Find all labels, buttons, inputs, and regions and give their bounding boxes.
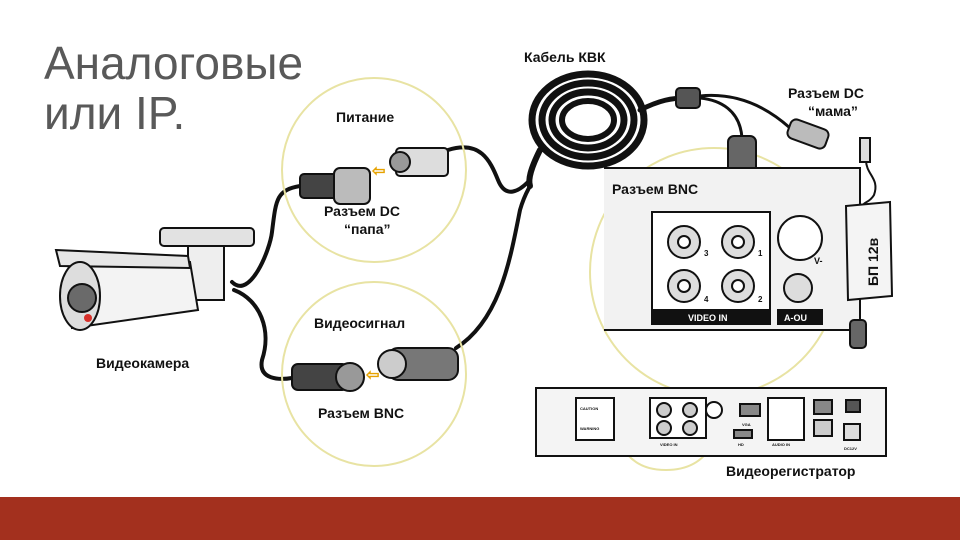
dc-female-label-line1: Разъем DC xyxy=(788,85,864,101)
cable-coil-3 xyxy=(548,88,628,152)
dvr-dc-in xyxy=(843,423,861,441)
power-wire-to-cable xyxy=(446,145,530,194)
title-line-2: или IP. xyxy=(44,87,186,139)
v-label: V- xyxy=(814,256,823,266)
port-number-3: 3 xyxy=(704,249,709,258)
bnc-port-1-pin xyxy=(731,235,745,249)
camera-ir-led xyxy=(84,314,92,322)
video-in-label: VIDEO IN xyxy=(688,313,728,323)
title-line-1: Аналоговые xyxy=(44,37,304,89)
dvr-lan xyxy=(813,399,833,415)
cable-coil-1 xyxy=(528,70,648,170)
video-arrow: ⇦ xyxy=(365,367,379,384)
dc-male-label-line2: “папа” xyxy=(344,221,390,237)
dvr-audio-in xyxy=(767,397,805,441)
camera-video-wire xyxy=(232,288,294,381)
dvr-v-out xyxy=(705,401,723,419)
video-in-label-strip xyxy=(651,309,771,325)
bnc-cable-ring xyxy=(377,349,407,379)
dvr-warning-label: WARNING xyxy=(580,426,599,431)
bnc-panel-label: Разъем BNC xyxy=(612,181,698,197)
bnc-port-3-pin xyxy=(677,235,691,249)
dc-female-label-line2: “мама” xyxy=(808,103,858,119)
cable-lower-lead xyxy=(526,147,543,189)
cable-coil-2 xyxy=(538,79,638,161)
a-out-port xyxy=(783,273,813,303)
bnc-port-4-pin xyxy=(677,279,691,293)
dvr-bnc-d xyxy=(682,420,698,436)
cable-coil-4 xyxy=(559,98,617,142)
dc-female-connector xyxy=(786,118,830,150)
dvr-vga xyxy=(739,403,761,417)
bnc-male-ring xyxy=(335,362,365,392)
dc-female-plug-end xyxy=(389,151,411,173)
connection-diagram: Видеокамера ⇦ Питание Разъем DC “папа” ⇦… xyxy=(54,49,894,479)
cable-junction xyxy=(675,87,701,109)
video-ring xyxy=(281,281,467,467)
camera-mount-plate xyxy=(159,227,255,247)
video-connectors xyxy=(291,347,459,392)
v-out-port xyxy=(777,215,823,261)
port-number-1: 1 xyxy=(758,249,763,258)
dvr-dc12v-label: DC12V xyxy=(844,446,857,451)
psu-label: БП 12в xyxy=(865,237,881,286)
a-out-label-strip xyxy=(777,309,823,325)
cable-label: Кабель КВК xyxy=(524,49,606,65)
dvr-vga-label: VGA xyxy=(742,422,751,427)
camera-sunshield xyxy=(54,248,192,270)
video-wire-to-cable xyxy=(454,184,532,350)
cable-split-bnc xyxy=(698,96,744,140)
power-supply xyxy=(844,137,894,349)
dvr-hdmi xyxy=(733,429,753,439)
dvr-caution-label: CAUTION xyxy=(580,406,598,411)
dvr-hd-label: HD xyxy=(738,442,744,447)
video-signal-label: Видеосигнал xyxy=(314,315,405,331)
dvr-audio-in-label: AUDIO IN xyxy=(772,442,790,447)
camera-label: Видеокамера xyxy=(96,355,189,371)
dvr-bnc-b xyxy=(682,402,698,418)
dc-male-label-line1: Разъем DC xyxy=(324,203,400,219)
bnc-label: Разъем BNC xyxy=(318,405,404,421)
psu-plug xyxy=(849,319,867,349)
slide-title: Аналоговые или IP. xyxy=(44,38,344,138)
dvr-usb xyxy=(813,419,833,437)
power-arrow: ⇦ xyxy=(371,163,385,180)
psu-body xyxy=(844,200,894,302)
dvr-rear xyxy=(535,387,887,457)
bnc-panel-zoom xyxy=(604,167,861,331)
cables xyxy=(230,70,877,381)
dvr-label: Видеорегистратор xyxy=(726,463,855,479)
camera xyxy=(54,227,255,331)
a-out-label: A-OU xyxy=(784,313,807,323)
dvr-video-in-label: VIDEO IN xyxy=(660,442,678,447)
power-label: Питание xyxy=(336,109,394,125)
dvr-label-plate xyxy=(575,397,615,441)
bnc-port-2-pin xyxy=(731,279,745,293)
psu-prong xyxy=(859,137,871,163)
port-number-4: 4 xyxy=(704,295,709,304)
dc-male-plug-grip xyxy=(333,167,371,205)
power-connectors xyxy=(299,147,449,205)
port-number-2: 2 xyxy=(758,295,763,304)
dvr-power-switch xyxy=(845,399,861,413)
footer-accent-bar xyxy=(0,497,960,540)
dvr-bnc-a xyxy=(656,402,672,418)
camera-lens xyxy=(67,283,97,313)
cable-split-dc xyxy=(698,93,792,130)
power-ring xyxy=(281,77,467,263)
video-in-block xyxy=(651,211,771,323)
dvr-bnc-c xyxy=(656,420,672,436)
